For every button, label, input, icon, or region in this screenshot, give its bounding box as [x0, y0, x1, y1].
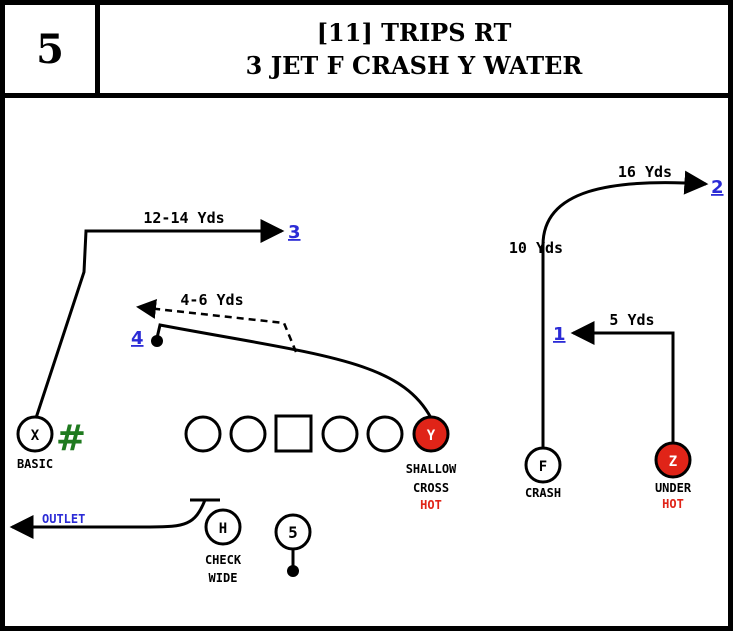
y-route-distance: 4-6 Yds [180, 291, 243, 309]
h-outlet-label: OUTLET [42, 512, 85, 526]
qb-circle [274, 513, 312, 551]
right-guard [321, 415, 359, 453]
qb-letter: 5 [288, 523, 298, 542]
left-tackle [184, 415, 222, 453]
y-route-end-dot [151, 335, 163, 347]
f-circle [524, 446, 562, 484]
offensive-line [184, 414, 404, 453]
y-letter: Y [427, 428, 436, 444]
f-route-break-distance: 16 Yds [618, 163, 672, 181]
x-sight-mark: # [56, 418, 86, 459]
qb-drop-dot [287, 565, 299, 577]
z-route-distance: 5 Yds [609, 311, 654, 329]
f-route-stem-distance: 10 Yds [509, 239, 563, 257]
h-label-line1: CHECK [205, 553, 242, 567]
y-circle [412, 415, 450, 453]
player-z: Z UNDER HOT [654, 441, 692, 511]
player-h: H CHECK WIDE [204, 508, 242, 585]
z-circle [654, 441, 692, 479]
h-letter: H [219, 521, 227, 537]
h-route: OUTLET [9, 498, 220, 539]
player-f: F CRASH [524, 446, 562, 500]
f-route-number: 2 [711, 177, 724, 198]
x-letter: X [31, 428, 40, 444]
f-label: CRASH [525, 486, 561, 500]
z-hot-tag: HOT [662, 497, 684, 511]
h-circle [204, 508, 242, 546]
player-x: X # BASIC [16, 415, 86, 471]
y-route-line [155, 323, 433, 419]
x-route-number: 3 [288, 222, 301, 243]
z-letter: Z [669, 454, 677, 470]
z-route: 5 Yds 1 [553, 311, 675, 442]
header-divider [95, 5, 100, 93]
center [274, 414, 313, 453]
y-label-line2: CROSS [413, 481, 449, 495]
x-label: BASIC [17, 457, 53, 471]
y-route-number: 4 [131, 328, 144, 349]
y-label-line1: SHALLOW [406, 462, 457, 476]
z-route-line [570, 321, 675, 442]
x-route: 12-14 Yds 3 [34, 209, 301, 419]
x-circle [16, 415, 54, 453]
x-route-distance: 12-14 Yds [143, 209, 224, 227]
x-route-line [34, 219, 285, 419]
play-title: [11] TRIPS RT 3 JET F CRASH Y WATER [100, 5, 728, 93]
y-route: 4-6 Yds 4 [131, 291, 433, 419]
f-route: 10 Yds 16 Yds 2 [509, 163, 724, 448]
right-tackle [366, 415, 404, 453]
z-route-number: 1 [553, 324, 566, 345]
left-guard [229, 415, 267, 453]
play-number: 5 [36, 25, 64, 73]
h-outlet-line [9, 499, 207, 539]
play-title-concept: 3 JET F CRASH Y WATER [245, 51, 583, 80]
quarterback: 5 [274, 513, 312, 577]
player-y: Y SHALLOW CROSS HOT [406, 415, 457, 512]
y-hot-tag: HOT [420, 498, 442, 512]
z-label: UNDER [655, 481, 692, 495]
header-bottom-rule [5, 93, 728, 98]
play-title-formation: [11] TRIPS RT [316, 18, 512, 47]
f-route-line [541, 170, 709, 448]
h-label-line2: WIDE [209, 571, 238, 585]
f-letter: F [539, 459, 547, 475]
